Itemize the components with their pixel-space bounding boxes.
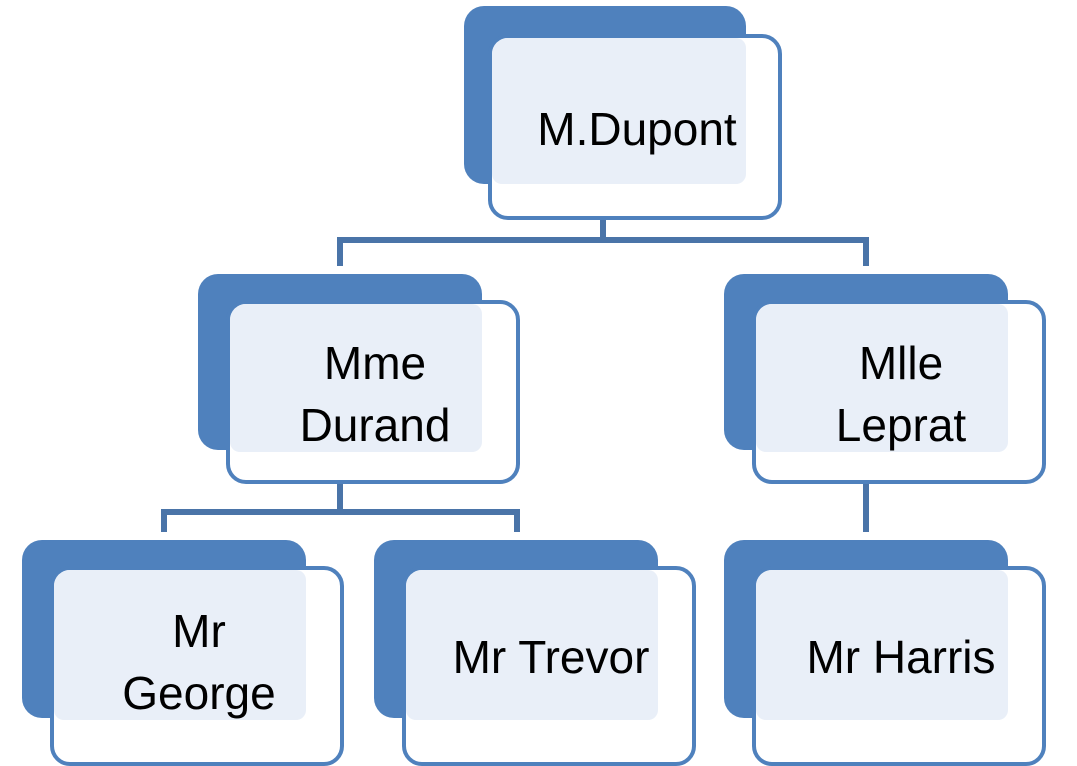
node-mme-durand: Mme Durand [198, 274, 524, 486]
node-box [752, 566, 1046, 766]
node-box [488, 34, 782, 220]
node-mr-harris: Mr Harris [724, 540, 1050, 766]
node-highlight [756, 304, 1008, 452]
node-label-root: M.Dupont [537, 103, 737, 155]
node-mlle-leprat: Mlle Leprat [724, 274, 1050, 486]
node-highlight [54, 570, 306, 720]
node-box [402, 566, 696, 766]
node-box [50, 566, 344, 766]
node-highlight [230, 304, 482, 452]
node-highlight [406, 570, 658, 720]
node-mr-trevor: Mr Trevor [374, 540, 700, 766]
node-label-mr-trevor: Mr Trevor [452, 631, 650, 683]
node-box [752, 300, 1046, 484]
node-box [226, 300, 520, 484]
node-highlight [492, 38, 746, 184]
connector-level2-bus [337, 237, 869, 266]
node-highlight [756, 570, 1008, 720]
node-root: M.Dupont [464, 6, 786, 224]
node-label-mlle-leprat: Mlle Leprat [835, 337, 967, 451]
node-label-mr-harris: Mr Harris [806, 631, 996, 683]
connector-durand-bus [161, 509, 520, 532]
node-mr-george: Mr George [22, 540, 348, 766]
node-label-mr-george: Mr George [122, 605, 276, 719]
node-label-mme-durand: Mme Durand [299, 337, 451, 451]
